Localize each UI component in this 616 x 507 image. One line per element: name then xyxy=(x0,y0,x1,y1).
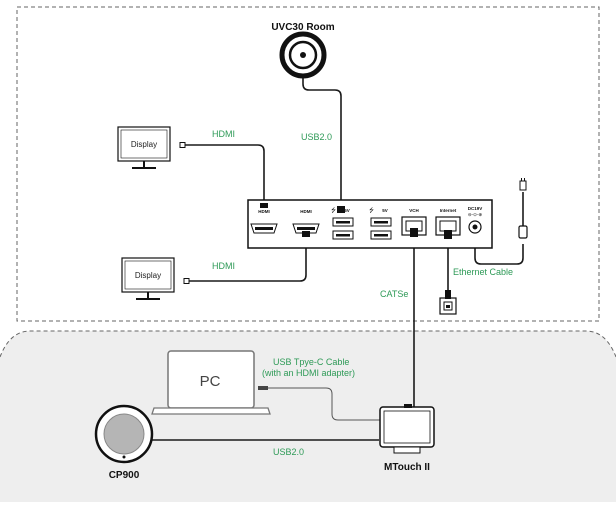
speaker-usb-label: USB2.0 xyxy=(273,447,304,457)
ethernet-label: Ethernet Cable xyxy=(453,267,513,277)
usb-1-label: 5V xyxy=(344,208,350,213)
lower-zone xyxy=(0,331,616,502)
usbc-label-1: USB Tpye-C Cable xyxy=(273,357,349,367)
catse-label: CATSe xyxy=(380,289,408,299)
internet-port-inner xyxy=(439,220,457,232)
hdmi-plug-in-1 xyxy=(260,203,268,208)
hdmi-cable-bottom xyxy=(188,236,307,282)
hdmi-top-label: HDMI xyxy=(212,129,235,139)
pc-laptop xyxy=(151,350,271,415)
display-top-label: Display xyxy=(131,140,157,149)
pc-label: PC xyxy=(200,373,221,390)
ethernet-plug xyxy=(445,290,451,299)
vch-label: VCH xyxy=(409,208,419,213)
hdmi-bottom-label: HDMI xyxy=(212,261,235,271)
hdmi-port-1-label: HDMI xyxy=(258,209,270,214)
internet-label: Internet xyxy=(440,208,457,213)
usbc-label-2: (with an HDMI adapter) xyxy=(262,368,355,378)
usb-2-label: 5V xyxy=(382,208,388,213)
display-bottom-label: Display xyxy=(135,271,161,280)
usb-port-1a-inner xyxy=(336,221,350,224)
usb-plug-in xyxy=(337,206,345,213)
camera-label: UVC30 Room xyxy=(271,22,334,33)
mtouch-label: MTouch II xyxy=(384,462,430,473)
power-adapter xyxy=(518,225,528,239)
display-bottom xyxy=(121,257,175,300)
usb-port-2a-inner xyxy=(374,221,388,224)
usb-port-1b-inner xyxy=(336,234,350,237)
hdmi-port-2-label: HDMI xyxy=(300,209,312,214)
usb-icon-2: ⭍ xyxy=(369,206,374,214)
internet-plug xyxy=(444,230,452,239)
dc-polarity-icon: ⊖-⊙-⊕ xyxy=(468,212,483,217)
hdmi-plug-bottom xyxy=(183,278,190,284)
hdmi-port-1-inner xyxy=(255,227,273,230)
cp900-label: CP900 xyxy=(109,470,140,481)
dc-label: DC19V xyxy=(468,206,483,211)
hdmi-plug-in-2 xyxy=(302,231,310,237)
vch-plug xyxy=(410,228,418,237)
hdmi-cable-top xyxy=(184,144,265,204)
usbc-plug xyxy=(258,386,268,390)
ethernet-wall-jack xyxy=(439,297,457,315)
hdmi-plug-top xyxy=(179,142,186,148)
camera-usb-cable xyxy=(302,74,342,208)
room-boundary xyxy=(16,6,600,322)
usbc-cable xyxy=(268,387,380,421)
cp900-speaker xyxy=(94,404,154,464)
power-cable xyxy=(474,238,524,265)
lower-zone-border xyxy=(0,330,616,358)
power-plug-icon xyxy=(519,178,527,191)
dc-port-inner xyxy=(472,224,478,230)
camera-usb-label: USB2.0 xyxy=(301,132,332,142)
mtouch-device xyxy=(379,404,435,454)
hdmi-port-2-inner xyxy=(297,227,315,230)
usb-port-2b-inner xyxy=(374,234,388,237)
camera-device xyxy=(279,31,327,79)
usb-icon-1: ⭍ xyxy=(331,206,336,214)
display-top xyxy=(117,126,171,169)
